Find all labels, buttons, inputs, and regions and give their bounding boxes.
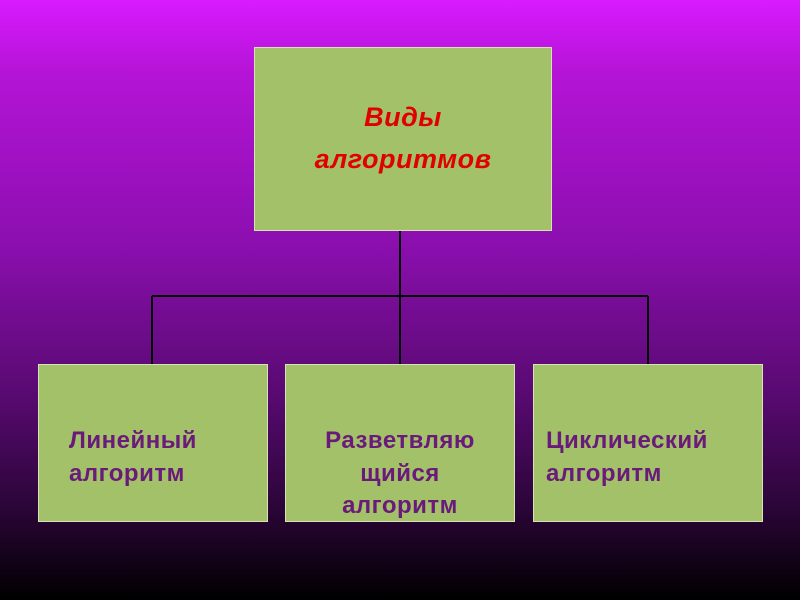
- node-cyclic-algorithm: Циклический алгоритм: [533, 364, 763, 522]
- node-linear-algorithm: Линейный алгоритм: [38, 364, 268, 522]
- node-branching-label: Разветвляю щийся алгоритм: [325, 427, 475, 520]
- root-node-label: Виды алгоритмов: [314, 102, 492, 174]
- root-node-algorithm-types: Виды алгоритмов: [254, 47, 552, 231]
- node-cyclic-label: Циклический алгоритм: [546, 427, 708, 487]
- node-branching-algorithm: Разветвляю щийся алгоритм: [285, 364, 515, 522]
- node-linear-label: Линейный алгоритм: [69, 427, 197, 487]
